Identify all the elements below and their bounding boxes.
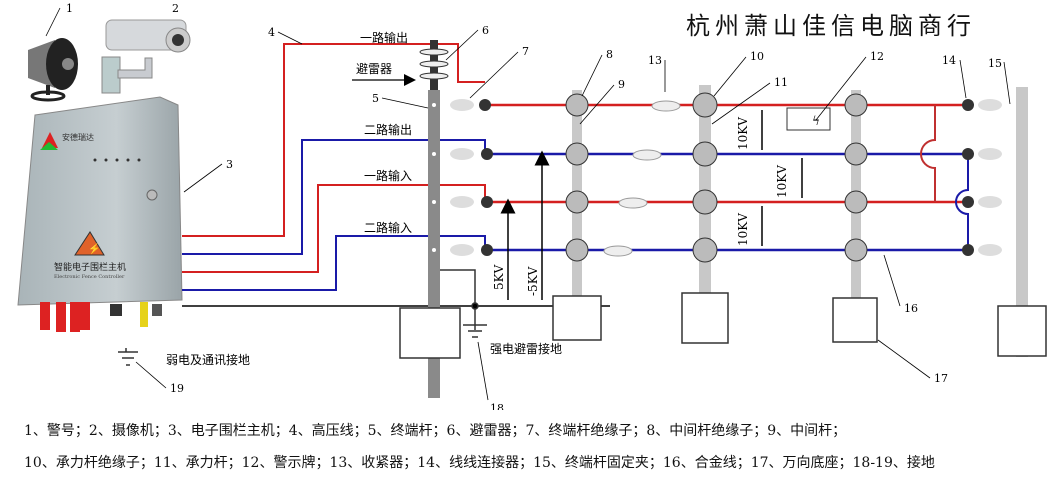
label-line2-in: 二路输入 bbox=[364, 220, 412, 235]
svg-text:9: 9 bbox=[618, 78, 625, 91]
legend-line-1: 1、警号；2、摄像机；3、电子围栏主机；4、高压线；5、终端杆；6、避雷器；7、… bbox=[24, 423, 847, 439]
voltage-neg5kv: -5KV bbox=[526, 266, 540, 296]
voltage-10kv-3: 10KV bbox=[736, 213, 750, 246]
svg-text:16: 16 bbox=[904, 302, 918, 315]
svg-text:1: 1 bbox=[66, 2, 73, 15]
strain-pole bbox=[681, 85, 729, 344]
svg-text:10: 10 bbox=[750, 50, 764, 63]
label-weak-ground: 弱电及通讯接地 bbox=[166, 352, 250, 367]
svg-text:2: 2 bbox=[172, 2, 179, 15]
svg-text:6: 6 bbox=[482, 24, 489, 37]
label-arrester: 避雷器 bbox=[356, 62, 392, 76]
camera-icon bbox=[101, 19, 191, 94]
svg-text:Electronic Fence Controller: Electronic Fence Controller bbox=[54, 274, 125, 280]
intermediate-pole-2 bbox=[832, 90, 878, 343]
high-voltage-wires bbox=[182, 43, 610, 307]
svg-text:安德瑞达: 安德瑞达 bbox=[62, 132, 94, 142]
svg-text:7: 7 bbox=[522, 45, 529, 58]
label-line2-out: 二路输出 bbox=[364, 122, 412, 137]
blue-jumper bbox=[955, 154, 969, 250]
warning-sign bbox=[786, 107, 831, 131]
svg-text:⚡: ⚡ bbox=[88, 242, 100, 255]
red-jumper bbox=[920, 105, 936, 202]
siren-icon bbox=[28, 38, 78, 102]
svg-text:19: 19 bbox=[170, 382, 184, 395]
svg-text:14: 14 bbox=[942, 54, 956, 67]
tensioners bbox=[603, 100, 681, 257]
diagram-canvas: 安德瑞达 ⚡ 智能电子围栏主机 Electronic Fence Control… bbox=[17, 2, 1047, 410]
voltage-5kv: 5KV bbox=[492, 264, 506, 290]
fence-controller-box: 安德瑞达 ⚡ 智能电子围栏主机 Electronic Fence Control… bbox=[17, 96, 183, 332]
svg-text:5: 5 bbox=[372, 92, 379, 105]
label-line1-in: 一路输入 bbox=[364, 168, 412, 183]
weak-ground-symbol bbox=[118, 348, 138, 366]
voltage-arrows bbox=[500, 110, 803, 300]
svg-text:15: 15 bbox=[988, 57, 1002, 70]
svg-text:4: 4 bbox=[268, 26, 275, 39]
svg-text:17: 17 bbox=[934, 372, 948, 385]
strong-ground-symbol bbox=[440, 269, 487, 338]
label-strong-ground: 强电避雷接地 bbox=[490, 341, 562, 356]
svg-text:18: 18 bbox=[490, 402, 504, 410]
svg-text:智能电子围栏主机: 智能电子围栏主机 bbox=[54, 261, 126, 273]
page-title: 杭州萧山佳信电脑商行 bbox=[686, 12, 976, 40]
svg-text:13: 13 bbox=[648, 54, 662, 67]
callouts: 1 2 3 4 5 6 7 8 9 13 10 11 12 14 15 16 1… bbox=[45, 2, 1011, 410]
voltage-10kv-2: 10KV bbox=[775, 165, 789, 198]
terminal-pole-right bbox=[962, 87, 1047, 357]
svg-text:3: 3 bbox=[226, 158, 233, 171]
svg-text:12: 12 bbox=[870, 50, 884, 63]
svg-text:8: 8 bbox=[606, 48, 613, 61]
svg-text:ϟ: ϟ bbox=[812, 114, 820, 128]
intermediate-pole-1 bbox=[552, 90, 602, 341]
lightning-arrester bbox=[419, 40, 449, 90]
fence-lines bbox=[485, 103, 968, 252]
terminal-insulators-left bbox=[432, 99, 493, 256]
voltage-10kv-1: 10KV bbox=[736, 117, 750, 150]
label-line1-out: 一路输出 bbox=[360, 30, 408, 45]
legend-line-2: 10、承力杆绝缘子；11、承力杆；12、警示牌；13、收紧器；14、线线连接器；… bbox=[24, 455, 935, 471]
svg-text:11: 11 bbox=[774, 76, 788, 89]
base-left bbox=[399, 307, 461, 359]
